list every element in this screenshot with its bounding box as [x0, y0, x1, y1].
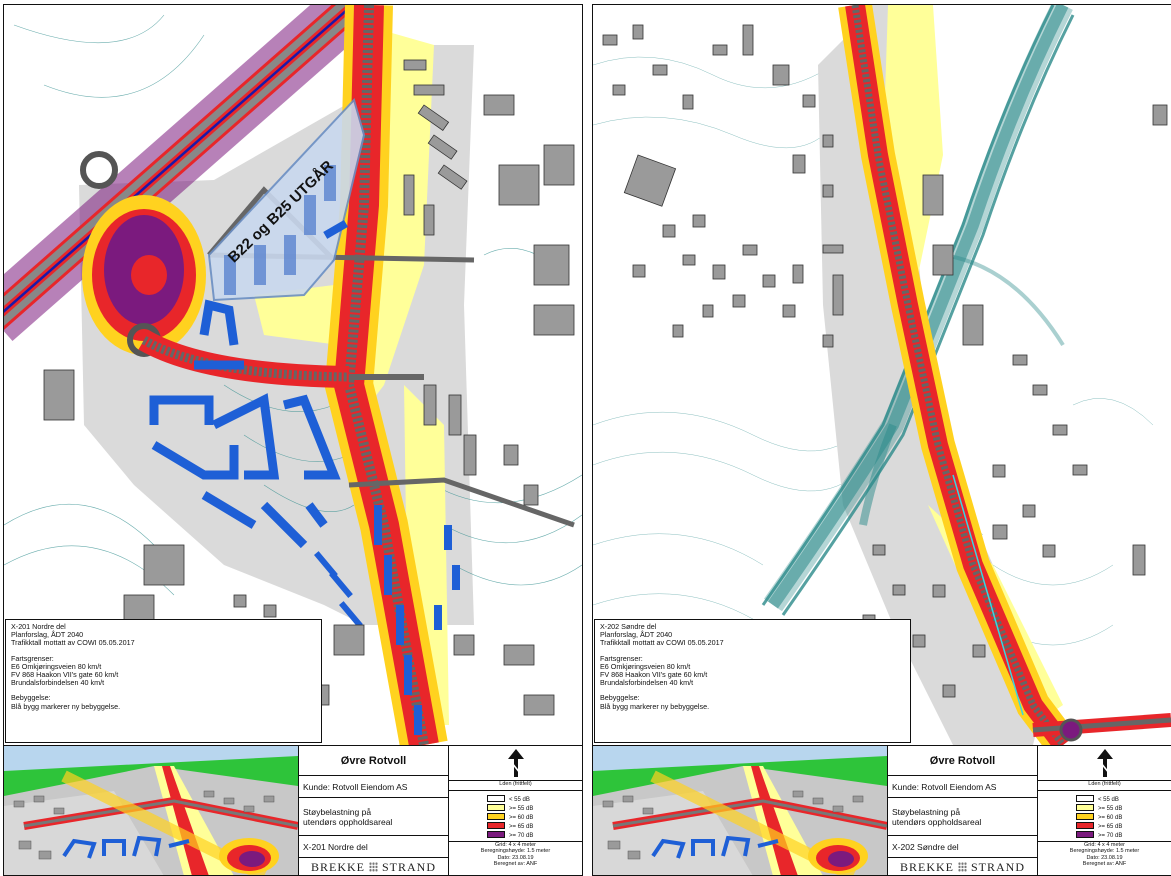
- new-buildings-row: [314, 219, 460, 735]
- drawing-number: X-202 Søndre del: [888, 836, 1037, 858]
- info-plan: Planforslag, ÅDT 2040: [600, 630, 673, 640]
- info-plan: Planforslag, ÅDT 2040: [11, 630, 84, 640]
- info-title: X-201 Nordre del: [11, 622, 66, 631]
- title-block: Øvre Rotvoll Kunde: Rotvoll Eiendom AS S…: [4, 745, 582, 875]
- contour-lines: [593, 56, 1154, 646]
- info-speed-line: Brundalsforbindelsen 40 km/t: [600, 678, 694, 688]
- railway-line: [4, 5, 355, 313]
- legend-caption: Lden (frittfelt): [499, 781, 532, 787]
- north-arrow-icon: [1096, 749, 1113, 777]
- title-block: Øvre Rotvoll Kunde: Rotvoll Eiendom AS S…: [593, 745, 1171, 875]
- info-building-note: Blå bygg markerer ny bebyggelse.: [600, 701, 710, 711]
- noise-legend: < 55 dB >= 55 dB >= 60 dB >= 65 dB >= 70…: [1038, 790, 1171, 842]
- legend-item: < 55 dB: [1076, 795, 1119, 803]
- calc-parameters: Grid: 4 x 4 meter Beregningshøyde: 1.5 m…: [1069, 842, 1140, 868]
- 3d-render: [4, 746, 299, 875]
- info-speed-line: FV 868 Haakon VII's gate 60 km/t: [600, 670, 708, 680]
- legend-item: >= 70 dB: [1076, 831, 1122, 839]
- 3d-render: [593, 746, 888, 875]
- info-building-header: Bebyggelse:: [11, 693, 51, 703]
- subject-line: utendørs oppholdsareal: [892, 817, 982, 827]
- new-buildings: [149, 299, 341, 549]
- north-arrow-panel: [449, 746, 582, 781]
- north-arrow-panel: [1038, 746, 1171, 781]
- drawing-subject: Støybelastning på utendørs oppholdsareal: [299, 798, 448, 836]
- legend-item: >= 60 dB: [487, 813, 533, 821]
- legend-item: >= 55 dB: [1076, 804, 1122, 812]
- subject-line: utendørs oppholdsareal: [303, 817, 393, 827]
- legend-item: >= 60 dB: [1076, 813, 1122, 821]
- legend-item: >= 70 dB: [487, 831, 533, 839]
- project-name: Øvre Rotvoll: [888, 746, 1037, 776]
- drawing-number: X-201 Nordre del: [299, 836, 448, 858]
- noise-legend: < 55 dB >= 55 dB >= 60 dB >= 65 dB >= 70…: [449, 790, 582, 842]
- info-traffic: Trafikktall mottatt av COWI 05.05.2017: [600, 638, 724, 648]
- info-box: X-202 Søndre del Planforslag, ÅDT 2040 T…: [594, 619, 911, 743]
- drawing-subject: Støybelastning på utendørs oppholdsareal: [888, 798, 1037, 836]
- info-building-header: Bebyggelse:: [600, 693, 640, 703]
- info-box: X-201 Nordre del Planforslag, ÅDT 2040 T…: [5, 619, 322, 743]
- info-building-note: Blå bygg markerer ny bebyggelse.: [11, 701, 121, 711]
- legend-item: >= 55 dB: [487, 804, 533, 812]
- subject-line: Støybelastning på: [892, 807, 961, 817]
- info-speed-line: FV 868 Haakon VII's gate 60 km/t: [11, 670, 119, 680]
- client-name: Kunde: Rotvoll Eiendom AS: [888, 776, 1037, 798]
- info-speed-line: Brundalsforbindelsen 40 km/t: [11, 678, 105, 688]
- north-arrow-icon: [507, 749, 524, 777]
- info-speed-header: Fartsgrenser:: [11, 653, 54, 663]
- legend-item: < 55 dB: [487, 795, 530, 803]
- calc-parameters: Grid: 4 x 4 meter Beregningshøyde: 1.5 m…: [480, 842, 551, 868]
- project-name: Øvre Rotvoll: [299, 746, 448, 776]
- info-speed-line: E6 Omkjøringsveien 80 km/t: [600, 661, 691, 671]
- subject-line: Støybelastning på: [303, 807, 372, 817]
- legend-caption: Lden (frittfelt): [1088, 781, 1121, 787]
- info-speed-header: Fartsgrenser:: [600, 653, 643, 663]
- map-sheet-nordre: B22 og B25 UTGÅR: [3, 4, 583, 876]
- info-traffic: Trafikktall mottatt av COWI 05.05.2017: [11, 638, 135, 648]
- info-title: X-202 Søndre del: [600, 622, 657, 631]
- legend-item: >= 65 dB: [487, 822, 533, 830]
- info-speed-line: E6 Omkjøringsveien 80 km/t: [11, 661, 102, 671]
- river-valley: [761, 5, 1075, 616]
- client-name: Kunde: Rotvoll Eiendom AS: [299, 776, 448, 798]
- map-sheet-sondre: X-202 Søndre del Planforslag, ÅDT 2040 T…: [592, 4, 1171, 876]
- legend-item: >= 65 dB: [1076, 822, 1122, 830]
